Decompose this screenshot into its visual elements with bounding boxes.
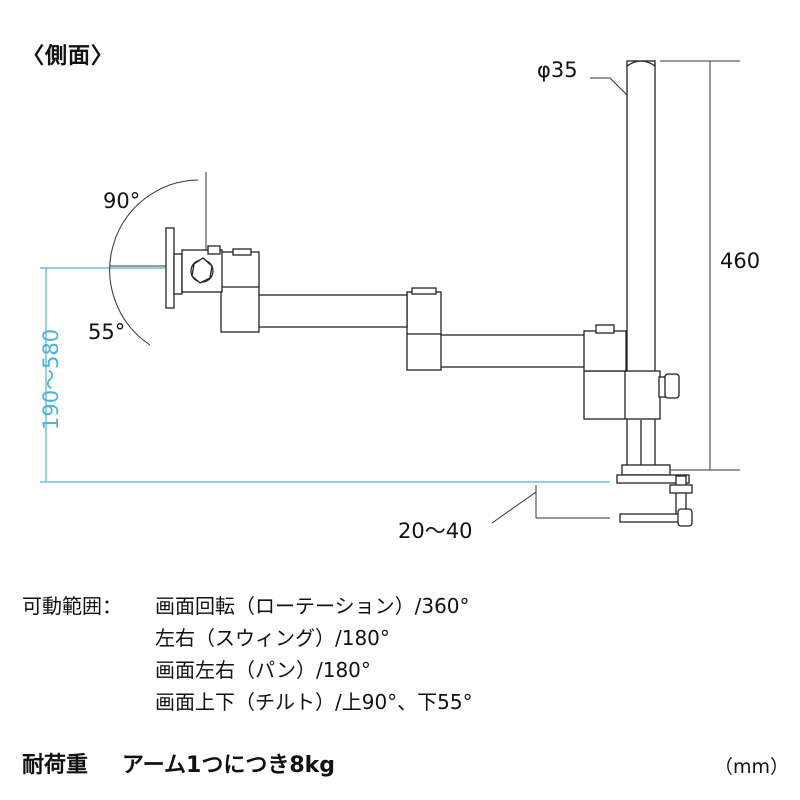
height-range-label: 190〜580 [39,329,63,430]
height-dimension-lines [40,267,610,483]
monitor-head [165,227,223,309]
unit-label: （mm） [714,756,790,778]
second-arm [439,324,627,372]
range-label: 可動範囲： [22,594,122,618]
side-view-diagram: φ35 460 90° 55° 20〜40 190〜580 [39,58,760,543]
tilt-arc [109,172,207,346]
section-title: 〈側面〉 [22,44,115,69]
elbow-joint [406,287,442,371]
load-capacity-text: アーム1つにつき8kg [122,753,336,778]
spec-rotation: 画面回転（ローテーション）/360° [155,594,470,618]
clamp-range-label: 20〜40 [398,519,472,543]
load-capacity-title: 耐荷重 [22,753,89,778]
clamp-dimension [491,485,610,524]
tilt-up-label: 90° [103,189,140,213]
pole-collar [583,370,680,420]
pole-height-label: 460 [720,249,760,273]
pole-diameter-label: φ35 [537,58,578,82]
first-arm [220,248,408,333]
spec-pan: 画面左右（パン）/180° [155,658,371,682]
desk-clamp [616,464,693,527]
spec-swing: 左右（スウィング）/180° [155,626,390,650]
tilt-down-label: 55° [88,320,125,344]
spec-tilt: 画面上下（チルト）/上90°、下55° [155,690,473,714]
diameter-leader [590,77,629,97]
pole-height-dimension [660,60,740,471]
